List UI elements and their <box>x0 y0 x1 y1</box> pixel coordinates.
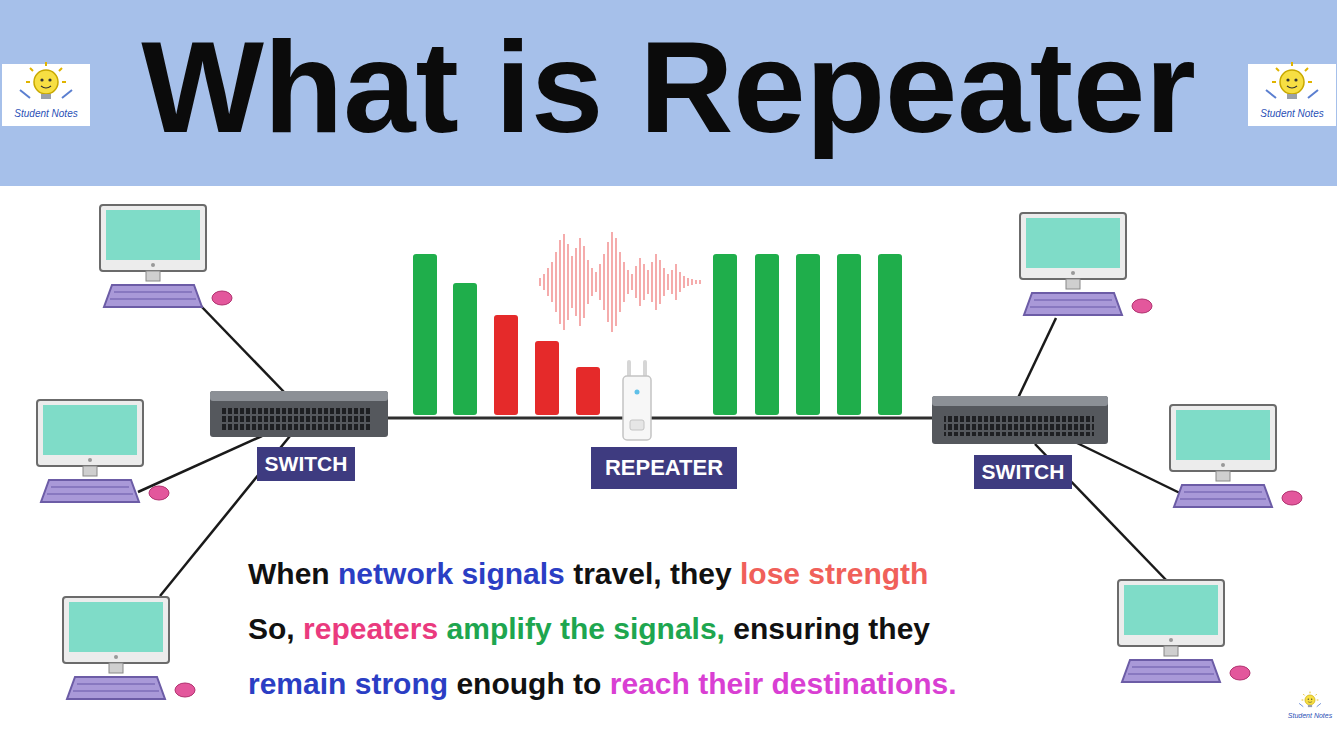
watermark: Student Notes <box>14 108 77 120</box>
note-text: So, <box>248 612 295 645</box>
computer-icon <box>1020 213 1152 315</box>
logo-icon <box>1266 62 1318 99</box>
network-cable <box>740 417 932 420</box>
device-label-box: REPEATER <box>591 447 737 489</box>
device-node: SWITCH <box>210 390 388 481</box>
note-text: remain strong <box>248 667 448 700</box>
network-wires <box>138 305 1186 596</box>
note-text: travel, they <box>573 557 731 590</box>
note-text: ensuring they <box>733 612 930 645</box>
sound-wave <box>540 232 700 332</box>
note-text: When <box>248 557 330 590</box>
device-label-box: SWITCH <box>257 447 356 481</box>
watermark: Student Notes <box>1260 108 1323 120</box>
switch-device <box>932 396 1108 444</box>
cable <box>588 417 740 420</box>
device-label: SWITCH <box>265 451 348 477</box>
computer-icon <box>63 597 195 699</box>
note-line: Whennetwork signalstravel, they lose stre… <box>248 556 937 592</box>
logo-icon <box>20 62 72 99</box>
computer-icon <box>1170 405 1302 507</box>
title-band <box>0 0 1337 186</box>
device-label: REPEATER <box>605 455 723 481</box>
note-text: network signals <box>338 557 565 590</box>
signal-bars <box>413 254 902 415</box>
note-text: repeaters <box>303 612 438 645</box>
network-cable <box>388 417 588 420</box>
computer-icon <box>1118 580 1250 682</box>
note-text: amplify the signals, <box>447 612 725 645</box>
logo-icon <box>1299 692 1321 708</box>
title-text: What is Repeater <box>0 22 1337 152</box>
note-text: lose strength <box>740 557 928 590</box>
note-text: enough to <box>456 667 601 700</box>
repeater-device <box>623 362 651 440</box>
device-node: SWITCH <box>932 395 1108 489</box>
note-line: remain strongenough to reach their destin… <box>248 666 965 702</box>
note-text: reach their destinations. <box>610 667 957 700</box>
device-label: SWITCH <box>982 459 1065 485</box>
computer-icon <box>100 205 232 307</box>
computer-icon <box>37 400 169 502</box>
device-label-box: SWITCH <box>974 455 1073 489</box>
watermark: Student Notes <box>1288 712 1332 720</box>
note-line: So,repeaters amplify the signals,ensuring… <box>248 611 938 647</box>
switch-device <box>210 391 388 437</box>
device-node: REPEATER <box>588 362 740 489</box>
